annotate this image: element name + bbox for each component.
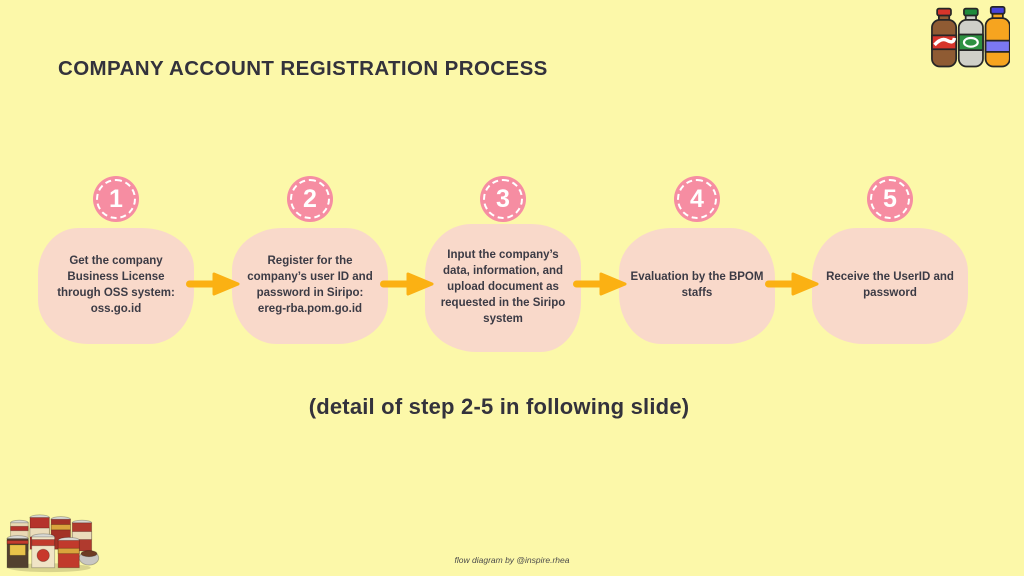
arrow-right-icon — [765, 272, 819, 296]
step-text: Register for the company’s user ID and p… — [247, 255, 373, 315]
step-column-2: 2 Register for the company’s user ID and… — [230, 176, 390, 344]
step-number-badge: 4 — [674, 176, 720, 222]
step-text: Get the company Business License through… — [57, 255, 175, 315]
step-number-badge: 3 — [480, 176, 526, 222]
step-card: Receive the UserID and password — [812, 228, 968, 344]
arrow-right-icon — [186, 272, 240, 296]
step-number: 5 — [883, 184, 897, 213]
step-number: 1 — [109, 184, 123, 213]
step-text: Evaluation by the BPOM staffs — [630, 271, 764, 299]
step-column-3: 3 Input the company’s data, information,… — [423, 176, 583, 352]
step-card: Evaluation by the BPOM staffs — [619, 228, 775, 344]
step-text: Input the company’s data, information, a… — [440, 249, 566, 325]
step-column-1: 1 Get the company Business License throu… — [36, 176, 196, 344]
step-number-badge: 5 — [867, 176, 913, 222]
step-column-5: 5 Receive the UserID and password — [810, 176, 970, 344]
step-number: 3 — [496, 184, 510, 213]
step-number: 2 — [303, 184, 317, 213]
step-text: Receive the UserID and password — [826, 271, 954, 299]
arrow-right-icon — [380, 272, 434, 296]
step-card: Register for the company’s user ID and p… — [232, 228, 388, 344]
page-title: COMPANY ACCOUNT REGISTRATION PROCESS — [58, 57, 548, 80]
step-card: Get the company Business License through… — [38, 228, 194, 344]
canned-goods-image — [6, 514, 100, 573]
step-column-4: 4 Evaluation by the BPOM staffs — [617, 176, 777, 344]
credit-text: flow diagram by @inspire.rhea — [454, 555, 570, 565]
step-number-badge: 2 — [287, 176, 333, 222]
step-card: Input the company’s data, information, a… — [425, 224, 581, 352]
soda-bottles-icon — [931, 6, 1010, 68]
step-number-badge: 1 — [93, 176, 139, 222]
step-number: 4 — [690, 184, 704, 213]
subtitle: (detail of step 2-5 in following slide) — [308, 394, 690, 419]
arrow-right-icon — [573, 272, 627, 296]
